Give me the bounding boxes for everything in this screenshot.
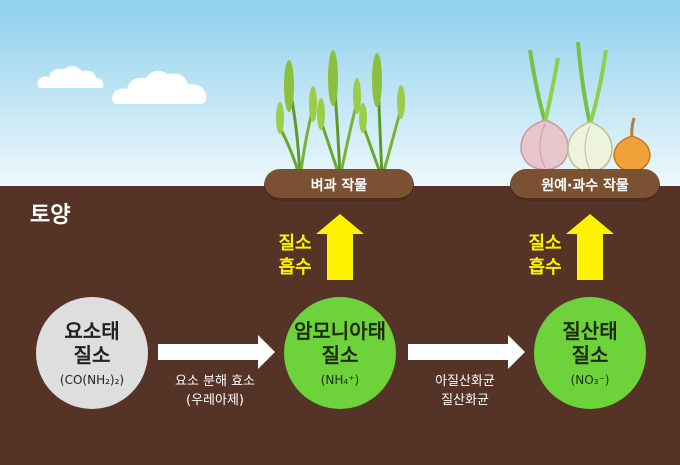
horticulture-crop-label: 원예·과수 작물 [510,169,660,201]
absorption-label-line: 흡수 [278,257,312,278]
ammonium-nitrogen-node: 암모니아태 질소 (NH₄⁺) [284,297,396,409]
absorb-arrow-right [566,214,614,280]
step-line: 아질산화균 [435,374,495,389]
onion-red [520,49,569,171]
absorption-label-line: 질소 [528,233,562,254]
node-title: 요소태 [64,319,120,343]
node-title: 질소 [571,343,609,367]
rice-plant-left [276,60,317,179]
step-line: 요소 분해 효소 [174,374,256,389]
cloud-small [37,65,104,88]
rice-plant-right [359,53,405,179]
onion-yellow [613,117,651,172]
absorption-label-left: 질소 흡수 [270,232,320,280]
step-line: (우레아제) [186,393,244,408]
process-arrow-nitrification [408,335,525,369]
absorption-label-right: 질소 흡수 [520,232,570,280]
cloud-large [112,70,207,104]
node-title: 질산태 [562,319,618,343]
node-formula: (NH₄⁺) [320,373,360,387]
urease-step-label: 요소 분해 효소 (우레아제) [150,372,280,410]
process-arrow-urease [158,335,275,369]
soil-label: 토양 [30,203,71,228]
rice-plant-middle [317,50,361,179]
node-title: 질소 [321,343,359,367]
absorption-label-line: 흡수 [528,257,562,278]
absorb-arrow-left [316,214,364,280]
rice-crop-label: 벼과 작물 [264,169,414,201]
node-formula: (CO(NH₂)₂) [59,373,125,387]
step-line: 질산화균 [441,393,489,408]
node-title: 암모니아태 [294,319,386,343]
node-formula: (NO₃⁻) [570,373,610,387]
nitrifiers-step-label: 아질산화균 질산화균 [400,372,530,410]
urea-nitrogen-node: 요소태 질소 (CO(NH₂)₂) [36,297,148,409]
onion-white [567,41,613,173]
node-title: 질소 [73,343,111,367]
absorption-label-line: 질소 [278,233,312,254]
nitrate-nitrogen-node: 질산태 질소 (NO₃⁻) [534,297,646,409]
